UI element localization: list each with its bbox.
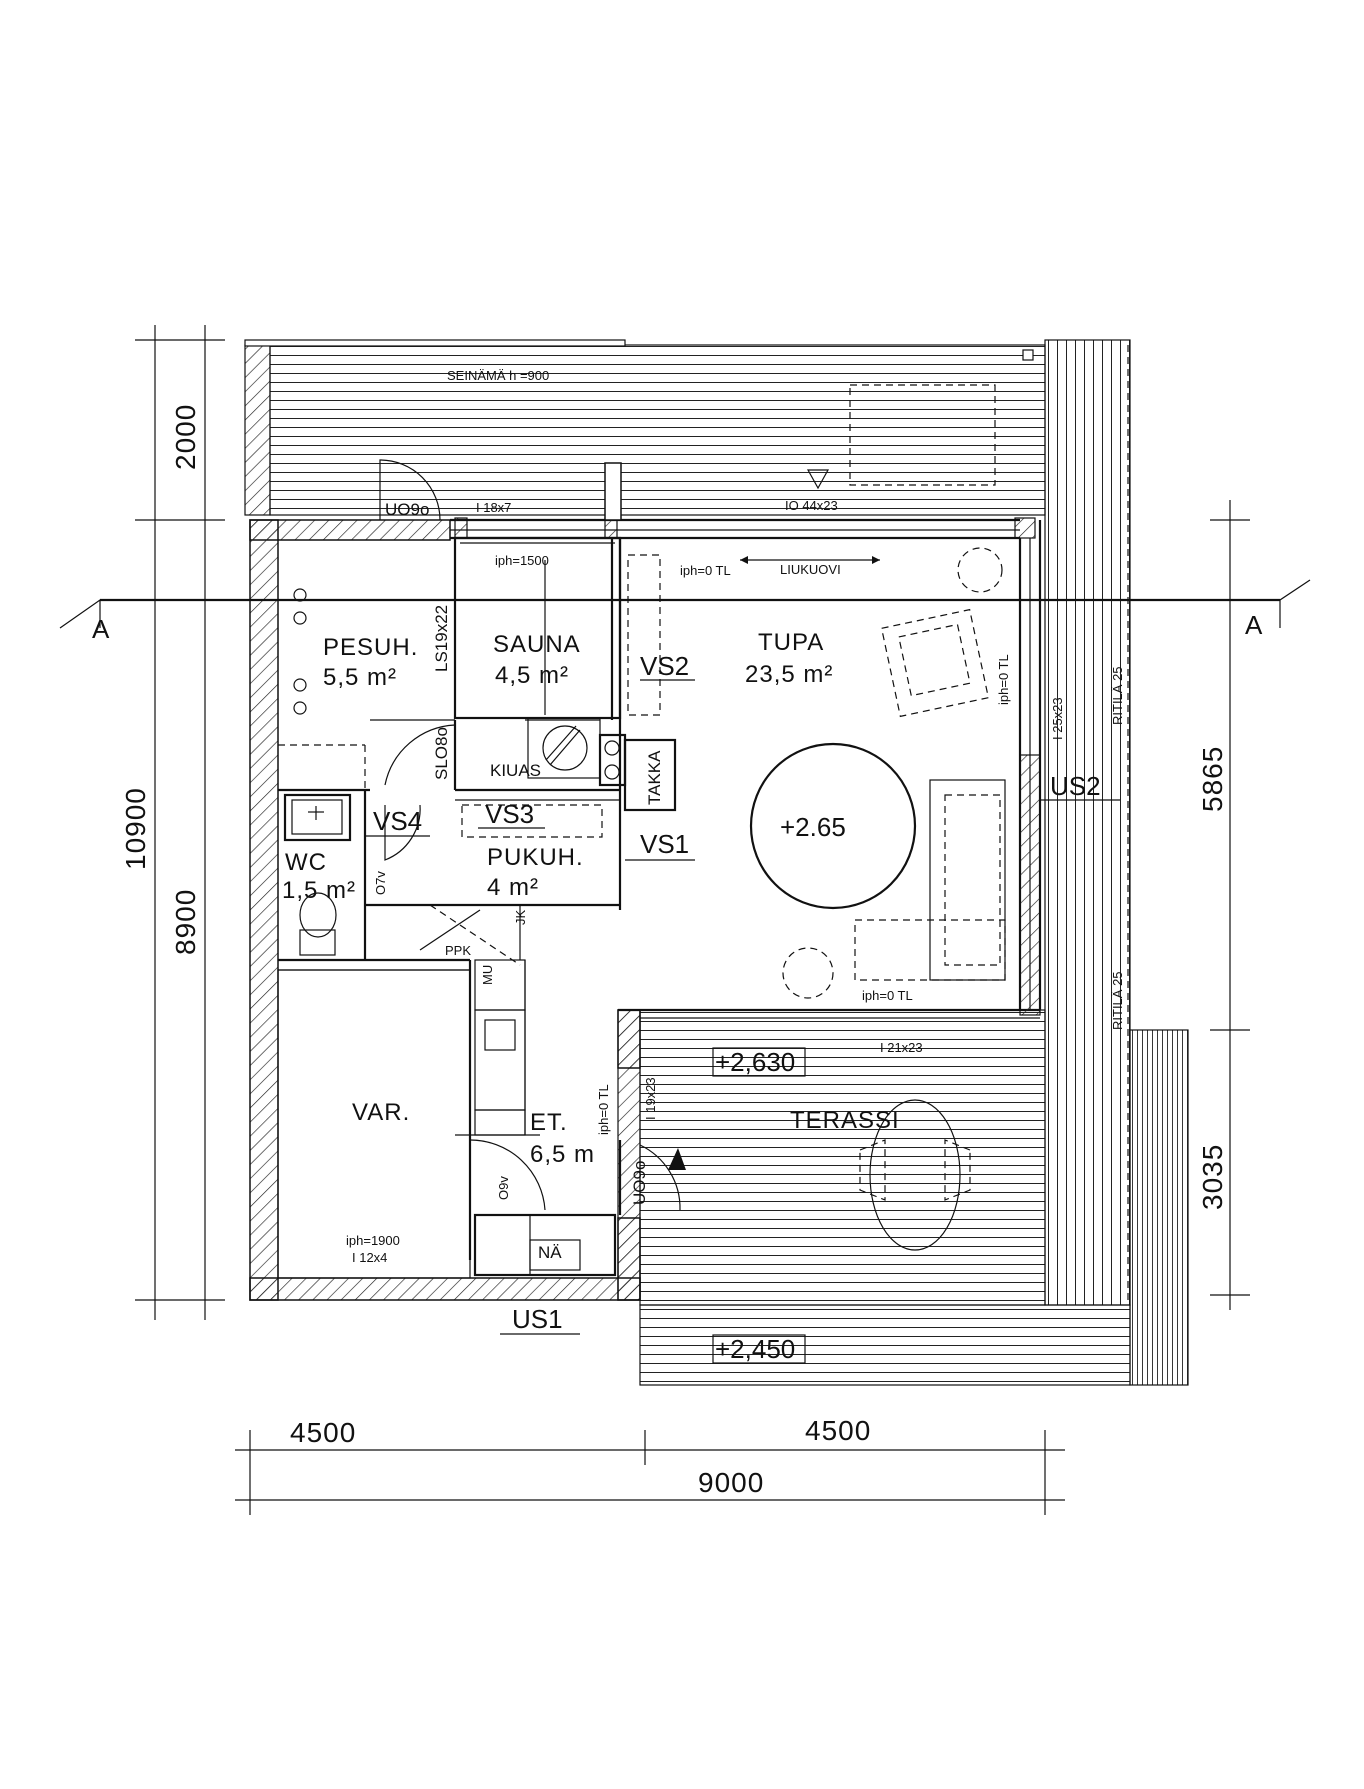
note-takka: TAKKA	[645, 750, 664, 805]
note-iph0-tl-et: iph=0 TL	[596, 1084, 611, 1135]
interior-walls	[277, 536, 677, 1279]
dim-bottom-total: 9000	[698, 1467, 764, 1498]
note-iph0-tl-right: iph=0 TL	[996, 654, 1011, 705]
room-tupa-name: TUPA	[758, 629, 824, 656]
north-deck	[244, 339, 1046, 516]
dim-bottom-left: 4500	[290, 1417, 356, 1448]
room-sauna-name: SAUNA	[493, 631, 581, 658]
room-pukuh-area: 4 m²	[487, 874, 539, 901]
note-iph1900: iph=1900	[346, 1233, 400, 1248]
wall-tag-us2: US2	[1050, 771, 1101, 801]
dim-right-top: 5865	[1197, 746, 1228, 812]
dim-left-top: 2000	[170, 404, 201, 470]
note-ritila-top: RITILÄ 25	[1110, 666, 1125, 725]
room-pesuh-area: 5,5 m²	[323, 664, 397, 691]
room-tupa-area: 23,5 m²	[745, 661, 833, 688]
note-i21x23: I 21x23	[880, 1040, 923, 1055]
note-iph1500: iph=1500	[495, 553, 549, 568]
note-liukuovi: LIUKUOVI	[780, 562, 841, 577]
room-var-name: VAR.	[352, 1099, 410, 1126]
note-slo8o: SLO8o	[432, 727, 451, 780]
elevation-terrace-upper: +2,630	[715, 1047, 795, 1077]
note-na: NÄ	[538, 1243, 562, 1262]
wall-tag-vs2: VS2	[640, 651, 689, 681]
furniture	[293, 384, 1006, 1364]
note-mu: MU	[480, 965, 495, 985]
east-deck	[1044, 339, 1189, 1386]
note-kiuas: KIUAS	[490, 761, 541, 780]
note-i25x23: I 25x23	[1050, 697, 1065, 740]
dim-left-main: 8900	[170, 889, 201, 955]
note-io44x23: IO 44x23	[785, 498, 838, 513]
room-pesuh-name: PESUH.	[323, 634, 418, 661]
note-i18x7: I 18x7	[476, 500, 511, 515]
note-jk: JK	[513, 910, 528, 926]
elevation-tupa: +2.65	[780, 812, 846, 842]
note-ppk: PPK	[445, 943, 471, 958]
note-iph0-tl-bottom: iph=0 TL	[862, 988, 913, 1003]
elevation-terrace-lower: +2,450	[715, 1334, 795, 1364]
room-wc-area: 1,5 m²	[282, 877, 356, 904]
note-iph0-tl-top: iph=0 TL	[680, 563, 731, 578]
wall-tag-vs3: VS3	[485, 799, 534, 829]
note-ls19x22: LS19x22	[432, 605, 451, 672]
room-sauna-area: 4,5 m²	[495, 662, 569, 689]
note-i12x4: I 12x4	[352, 1250, 387, 1265]
room-et-name: ET.	[530, 1109, 568, 1136]
section-label-right: A	[1245, 610, 1263, 640]
note-o9v: O9v	[496, 1176, 511, 1200]
section-line	[59, 579, 1311, 629]
wall-tag-vs4: VS4	[373, 806, 422, 836]
note-u09o-bottom: UO9o	[630, 1161, 649, 1205]
room-terassi-name: TERASSI	[790, 1107, 900, 1134]
room-et-area: 6,5 m	[530, 1141, 595, 1168]
note-o7v: O7v	[373, 871, 388, 895]
room-wc-name: WC	[285, 849, 327, 876]
note-seinama: SEINÄMÄ h =900	[447, 368, 549, 383]
doors	[379, 459, 880, 1215]
terrace	[617, 1009, 1131, 1386]
section-label-left: A	[92, 614, 110, 644]
dim-left-outer: 10900	[120, 787, 151, 870]
room-pukuh-name: PUKUH.	[487, 844, 584, 871]
dimension-lines	[135, 325, 1250, 1515]
wall-tag-vs1: VS1	[640, 829, 689, 859]
note-ritila-bottom: RITILÄ 25	[1110, 971, 1125, 1030]
dim-bottom-right: 4500	[805, 1415, 871, 1446]
exterior-walls	[249, 462, 1042, 1301]
note-i19x23: I 19x23	[643, 1077, 658, 1120]
dim-right-bottom: 3035	[1197, 1144, 1228, 1210]
note-u09o-top: UO9o	[385, 500, 429, 519]
wall-tag-us1: US1	[512, 1304, 563, 1334]
